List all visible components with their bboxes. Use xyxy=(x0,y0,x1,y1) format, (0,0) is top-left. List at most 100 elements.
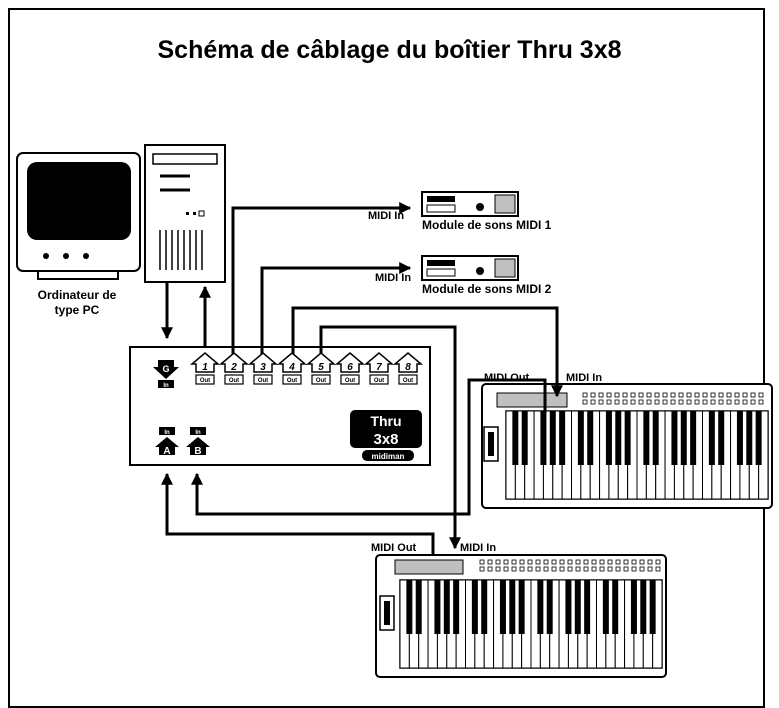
panel-button xyxy=(487,559,493,565)
panel-button xyxy=(726,399,732,405)
cable-keyboard-bottom-to-in-a xyxy=(161,472,435,555)
panel-button xyxy=(519,566,525,572)
panel-button xyxy=(607,566,613,572)
black-key xyxy=(624,411,631,465)
panel-button xyxy=(527,566,533,572)
panel-button xyxy=(606,399,612,405)
panel-button xyxy=(623,566,629,572)
black-key xyxy=(718,411,725,465)
midi-cables xyxy=(161,202,563,555)
panel-button xyxy=(551,566,557,572)
panel-button xyxy=(582,399,588,405)
black-key xyxy=(546,580,553,634)
panel-button xyxy=(631,559,637,565)
in-port-letter: A xyxy=(163,446,170,457)
panel-button xyxy=(750,399,756,405)
panel-button xyxy=(567,566,573,572)
panel-button xyxy=(734,392,740,398)
panel-button xyxy=(599,559,605,565)
black-key xyxy=(518,580,525,634)
panel-button xyxy=(591,566,597,572)
cable-out2-to-module1 xyxy=(231,202,412,354)
black-key xyxy=(708,411,715,465)
panel-button xyxy=(710,399,716,405)
panel-button xyxy=(479,559,485,565)
panel-button xyxy=(567,559,573,565)
cable-out5-to-keyboard-bottom xyxy=(319,325,461,550)
keyboard-right xyxy=(481,383,773,509)
panel-button xyxy=(511,566,517,572)
black-key xyxy=(559,411,566,465)
panel-button xyxy=(638,392,644,398)
black-key xyxy=(640,580,647,634)
out-port-number: 7 xyxy=(376,362,382,373)
panel-button xyxy=(630,392,636,398)
panel-button xyxy=(631,566,637,572)
out-port-label: Out xyxy=(229,378,239,384)
black-key xyxy=(537,580,544,634)
panel-button xyxy=(670,392,676,398)
out-port-label: Out xyxy=(316,378,326,384)
panel-button xyxy=(583,566,589,572)
cable-out3-to-module2 xyxy=(260,262,412,354)
cable-out4-to-keyboard-right xyxy=(291,306,563,398)
out-port-number: 6 xyxy=(347,362,353,373)
panel-button xyxy=(678,392,684,398)
panel-button xyxy=(535,559,541,565)
panel-button xyxy=(758,399,764,405)
panel-button xyxy=(694,392,700,398)
panel-button xyxy=(559,559,565,565)
panel-button xyxy=(511,559,517,565)
black-key xyxy=(499,580,506,634)
black-key xyxy=(521,411,528,465)
panel-button xyxy=(607,559,613,565)
black-key xyxy=(671,411,678,465)
panel-button xyxy=(495,566,501,572)
panel-button xyxy=(623,559,629,565)
black-key xyxy=(602,580,609,634)
thru-input-port: G In xyxy=(153,360,179,389)
keyboard-right-in-label: MIDI In xyxy=(566,372,603,384)
black-key xyxy=(690,411,697,465)
panel-button xyxy=(718,392,724,398)
sound-module-1-icon xyxy=(421,191,519,217)
computer-label-line2: type PC xyxy=(54,303,100,317)
panel-button xyxy=(575,566,581,572)
panel-button xyxy=(582,392,588,398)
black-key xyxy=(584,580,591,634)
panel-button xyxy=(590,392,596,398)
panel-button xyxy=(622,399,628,405)
panel-button xyxy=(487,566,493,572)
panel-button xyxy=(662,392,668,398)
black-key xyxy=(649,580,656,634)
out-port-number: 8 xyxy=(405,362,411,373)
wiring-diagram: Thru 3x8 midiman xyxy=(16,144,773,678)
thru-3x8-logo: Thru 3x8 midiman xyxy=(350,410,422,461)
out-port-number: 3 xyxy=(260,362,266,373)
module1-port-label: MIDI In xyxy=(368,210,405,222)
black-key xyxy=(577,411,584,465)
black-key xyxy=(612,580,619,634)
panel-button xyxy=(734,399,740,405)
page-title: Schéma de câblage du boîtier Thru 3x8 xyxy=(157,36,622,64)
panel-button xyxy=(479,566,485,572)
panel-button xyxy=(590,399,596,405)
black-key xyxy=(605,411,612,465)
panel-button xyxy=(686,399,692,405)
black-key xyxy=(736,411,743,465)
out-port-number: 5 xyxy=(318,362,324,373)
panel-button xyxy=(639,559,645,565)
cable-keyboard-right-to-in-b xyxy=(191,378,547,516)
panel-button xyxy=(718,399,724,405)
logo-line2: 3x8 xyxy=(373,431,398,448)
black-key xyxy=(574,580,581,634)
panel-button xyxy=(710,392,716,398)
black-key xyxy=(434,580,441,634)
panel-button xyxy=(543,566,549,572)
panel-button xyxy=(591,559,597,565)
panel-button xyxy=(495,559,501,565)
